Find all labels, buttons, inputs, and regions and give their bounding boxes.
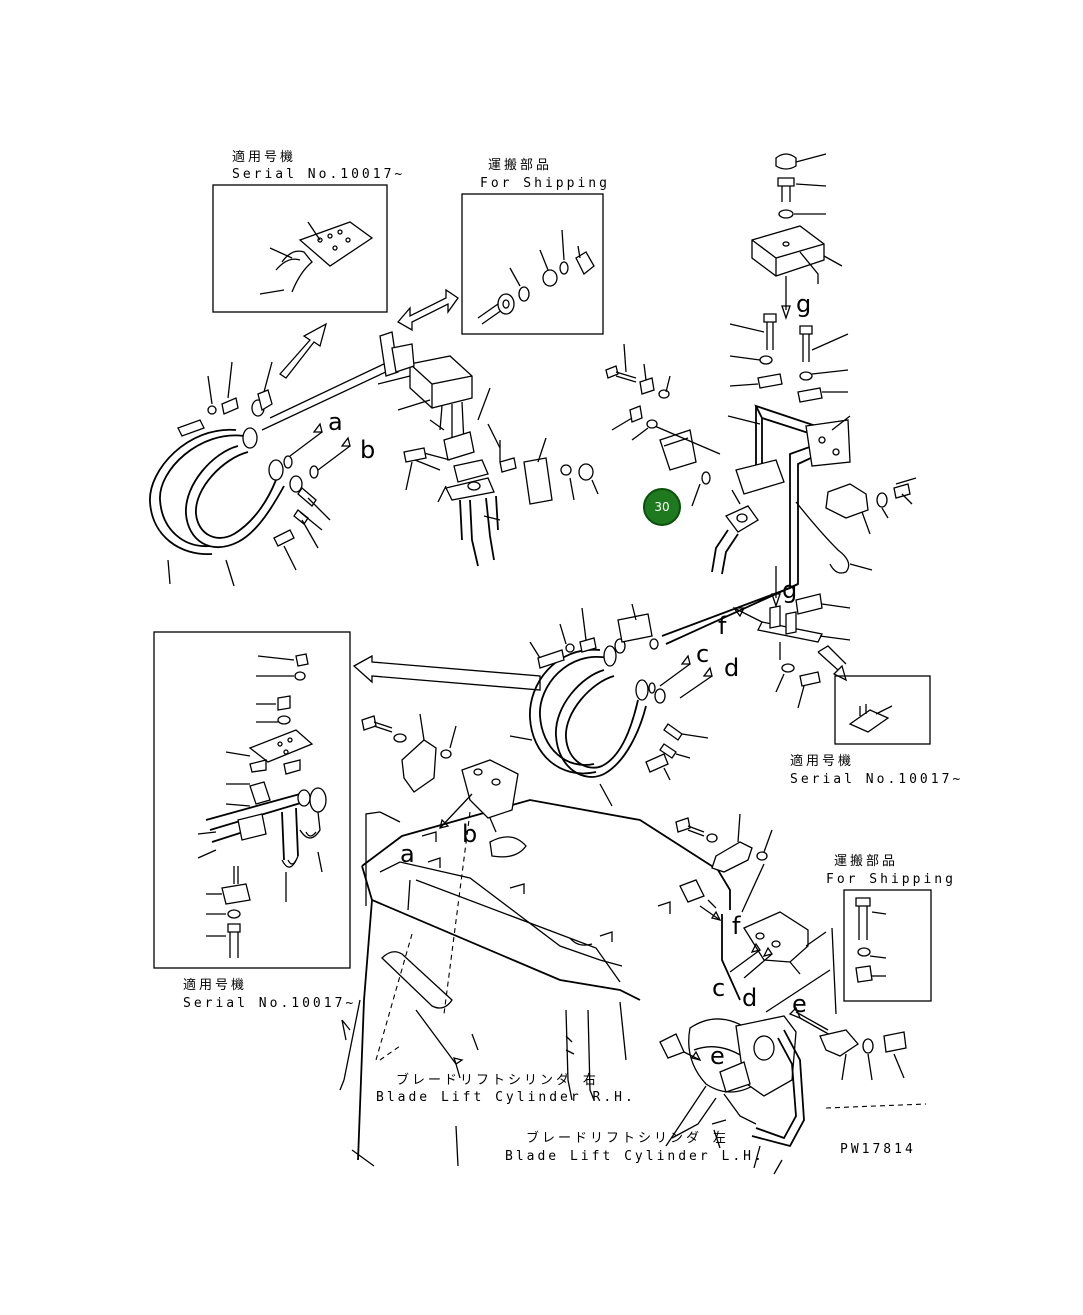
shipping-label-en-lower-right: For Shipping: [826, 872, 956, 887]
ref-letter-a-upper: a: [328, 408, 343, 436]
hose-assembly-lower: [509, 603, 713, 807]
bracket-body-right: [675, 813, 773, 1001]
ref-letter-b-lower: b: [462, 820, 478, 848]
bracket-assembly-right-top: [729, 153, 849, 403]
pipe-frame-right: [649, 404, 917, 645]
bracket-body-left: [361, 713, 519, 833]
hose-assembly-upper: [149, 361, 391, 587]
blade-lift-lh-label-en: Blade Lift Cylinder L.H.: [505, 1149, 765, 1164]
arrow-to-top-left-inset: [279, 322, 328, 379]
machine-body: [339, 799, 731, 1167]
ref-letter-f-upper: f: [718, 612, 727, 640]
serial-label-en-top-left: Serial No.10017~: [232, 167, 406, 182]
ref-letter-e-lower: e: [710, 1042, 725, 1070]
arrow-to-left-inset: [352, 654, 541, 691]
ref-letter-d-lower: d: [742, 984, 758, 1012]
ref-letter-c-upper: c: [696, 640, 710, 668]
blade-lift-rh-label-jp: ブレードリフトシリンダ 右: [396, 1073, 599, 1088]
ref-letter-g-upper: g: [796, 290, 812, 318]
ref-letter-f-lower: f: [732, 912, 741, 940]
ref-letter-d-upper: d: [724, 654, 740, 682]
shipping-label-jp-top: 運搬部品: [488, 158, 553, 173]
blade-lift-lh-label-jp: ブレードリフトシリンダ 左: [526, 1131, 729, 1146]
serial-label-jp-right: 適用号機: [790, 754, 855, 769]
ref-letter-a-lower: a: [400, 840, 415, 868]
double-arrow-top: [396, 288, 459, 332]
inset-serial-right: [834, 675, 931, 745]
blade-lift-rh-label-en: Blade Lift Cylinder R.H.: [376, 1090, 636, 1105]
serial-label-en-lower-left: Serial No.10017~: [183, 996, 357, 1011]
valve-block-top: [377, 331, 599, 567]
serial-label-jp-top-left: 適用号機: [232, 150, 297, 165]
ref-letter-b-upper: b: [360, 436, 376, 464]
serial-label-en-right: Serial No.10017~: [790, 772, 964, 787]
drawing-number: PW17814: [840, 1142, 916, 1157]
bolts-center: [605, 343, 671, 441]
ref-letter-g-lower: g: [782, 576, 798, 604]
inset-shipping-top: [461, 193, 604, 335]
inset-serial-top-left: [212, 184, 388, 313]
shipping-label-en-top: For Shipping: [480, 176, 610, 191]
ref-letter-e-right: e: [792, 990, 807, 1018]
serial-label-jp-lower-left: 適用号機: [183, 978, 248, 993]
inset-serial-lower-left: [153, 631, 351, 969]
cylinder-assembly-lower-right: [659, 911, 927, 1175]
callout-badge-30[interactable]: 30: [643, 488, 681, 526]
shipping-label-jp-lower-right: 運搬部品: [834, 854, 899, 869]
bracket-lower-right: [732, 566, 851, 709]
inset-shipping-lower-right: [843, 889, 932, 1002]
ref-letter-c-lower: c: [712, 974, 726, 1002]
